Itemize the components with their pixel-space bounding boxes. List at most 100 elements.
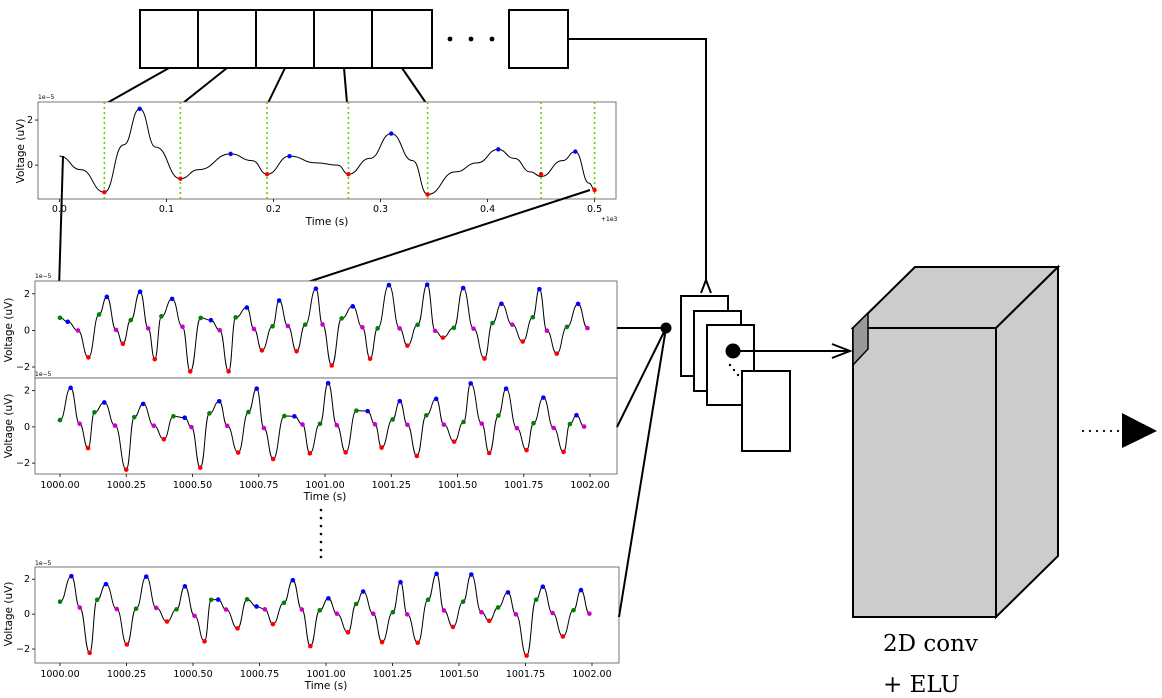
- ch2-x-tick-label-7: 1001.50: [438, 480, 477, 491]
- chn-marker-49: [495, 605, 501, 610]
- feature-map-stack: [680, 295, 791, 452]
- ch1-marker-17: [198, 315, 204, 321]
- ch2-marker-10: [140, 401, 146, 407]
- conv-block-kernel: [852, 311, 869, 367]
- chn-marker-12: [164, 619, 170, 624]
- ch1-marker-44: [440, 335, 446, 340]
- chn-marker-53: [533, 597, 539, 603]
- zoom-marker-3: [178, 176, 183, 181]
- segment-ellipsis: [447, 36, 495, 42]
- chn-marker-35: [370, 611, 376, 616]
- ch1-marker-41: [415, 322, 420, 328]
- ch1-marker-48: [482, 356, 487, 361]
- chn-marker-21: [244, 597, 250, 602]
- ch1-marker-4: [86, 355, 91, 360]
- zoom-x-label: Time (s): [305, 216, 349, 228]
- ch2-marker-4: [85, 445, 91, 451]
- chn-marker-44: [450, 624, 456, 630]
- zoom-marker-1: [102, 190, 107, 195]
- ch2-marker-55: [551, 425, 556, 431]
- ch2-marker-21: [246, 409, 251, 415]
- chn-marker-36: [379, 639, 385, 645]
- chn-marker-46: [469, 572, 474, 577]
- ch1-marker-55: [544, 328, 550, 333]
- channel-n-y-label: Voltage (uV): [3, 582, 15, 647]
- conv-caption-line2: + ELU: [883, 672, 960, 698]
- chn-x-tick-label-1: 1000.00: [40, 669, 79, 680]
- ch2-marker-25: [282, 413, 287, 419]
- chn-y-tick-label-1: 2: [24, 574, 30, 585]
- ch2-marker-41: [423, 413, 429, 418]
- ch2-y-tick-label-3: −2: [16, 458, 30, 469]
- chn-marker-33: [353, 601, 359, 607]
- zoom-y-tick-label-1: 2: [27, 115, 33, 126]
- ch2-marker-48: [486, 450, 492, 456]
- ch2-marker-24: [270, 456, 276, 462]
- chn-marker-3: [77, 605, 83, 610]
- chn-x-tick-label-5: 1001.00: [306, 669, 345, 680]
- chn-marker-39: [404, 612, 410, 617]
- chn-x-tick-label-7: 1001.50: [439, 669, 478, 680]
- ch2-x-tick-label-4: 1000.75: [239, 480, 278, 491]
- chn-marker-48: [486, 618, 492, 624]
- channel-n-y-ticks: 20−2: [16, 574, 35, 655]
- ch1-marker-18: [208, 317, 214, 323]
- chn-marker-30: [326, 596, 331, 601]
- chn-marker-59: [587, 611, 592, 616]
- chn-y-tick-label-3: −2: [16, 644, 30, 655]
- ch2-x-tick-label-1: 1000.00: [40, 480, 79, 491]
- chn-marker-29: [317, 608, 323, 613]
- zoom-y-label: Voltage (uV): [15, 119, 27, 184]
- ch1-marker-3: [75, 328, 81, 333]
- ch2-marker-58: [574, 412, 579, 418]
- ch2-x-tick-label-2: 1000.25: [107, 480, 146, 491]
- chn-marker-6: [103, 581, 109, 587]
- ch1-marker-52: [520, 339, 526, 344]
- ch1-marker-49: [490, 320, 495, 326]
- chn-marker-19: [223, 607, 229, 612]
- chn-marker-22: [254, 604, 259, 609]
- chn-marker-14: [182, 584, 188, 589]
- chn-marker-17: [208, 597, 214, 603]
- channel-2-y-ticks: 20−2: [16, 386, 35, 469]
- ch2-marker-32: [343, 450, 348, 455]
- ch2-marker-7: [112, 423, 118, 428]
- zoom-marker-8: [389, 131, 394, 136]
- chn-x-tick-label-3: 1000.50: [173, 669, 212, 680]
- channel-1-y-scale: 1e−5: [35, 273, 52, 280]
- ch2-marker-13: [171, 413, 176, 419]
- ch2-marker-37: [390, 417, 395, 422]
- ch2-marker-6: [102, 400, 107, 405]
- ch1-marker-31: [320, 322, 325, 327]
- chn-marker-24: [270, 621, 276, 627]
- zoom-marker-9: [425, 192, 430, 197]
- chn-marker-40: [415, 640, 421, 646]
- channel-plot-1: 20−2 1e−5 Voltage (uV): [3, 273, 618, 379]
- ch1-marker-35: [360, 324, 365, 330]
- chn-marker-2: [69, 573, 74, 579]
- ch1-marker-16: [187, 369, 193, 374]
- output-arrow: [1081, 413, 1157, 448]
- ch1-marker-39: [397, 326, 402, 331]
- channel-n-x-label: Time (s): [304, 680, 348, 692]
- channel-ellipsis: [319, 508, 323, 559]
- ch2-marker-53: [531, 420, 536, 426]
- ch2-marker-34: [365, 408, 370, 414]
- chn-marker-11: [153, 605, 159, 611]
- ch2-marker-11: [151, 423, 157, 428]
- ch1-marker-14: [169, 296, 175, 302]
- channel-2-y-scale: 1e−5: [35, 371, 52, 378]
- conv-block-side: [995, 264, 1059, 620]
- ch1-marker-53: [530, 314, 536, 320]
- ch2-x-tick-label-9: 1002.00: [570, 480, 609, 491]
- chn-marker-51: [513, 612, 519, 617]
- ch2-marker-35: [372, 422, 378, 427]
- chn-marker-8: [124, 642, 130, 647]
- channel-n-y-scale: 1e−5: [35, 560, 52, 567]
- ch2-marker-12: [161, 436, 167, 442]
- ch2-x-tick-label-8: 1001.75: [504, 480, 543, 491]
- ch2-marker-54: [541, 395, 546, 400]
- ch2-marker-19: [224, 423, 230, 429]
